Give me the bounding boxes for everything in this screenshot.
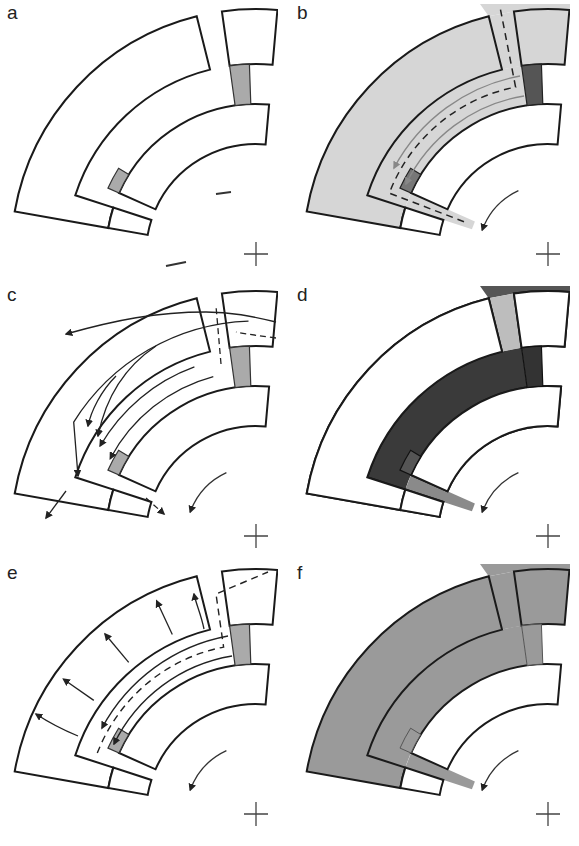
panel-letter: e (4, 562, 21, 583)
panel-d (307, 286, 570, 548)
panel-b (307, 4, 570, 266)
panel-a (15, 9, 278, 266)
panel-f (307, 564, 570, 826)
panel-letter: f (294, 562, 305, 583)
panel-letter: d (294, 284, 311, 305)
panel-letter: c (4, 284, 20, 305)
panel-letter: a (4, 2, 21, 23)
panel-c (15, 291, 278, 548)
panel-e (15, 569, 278, 826)
panel-letter: b (294, 2, 311, 23)
